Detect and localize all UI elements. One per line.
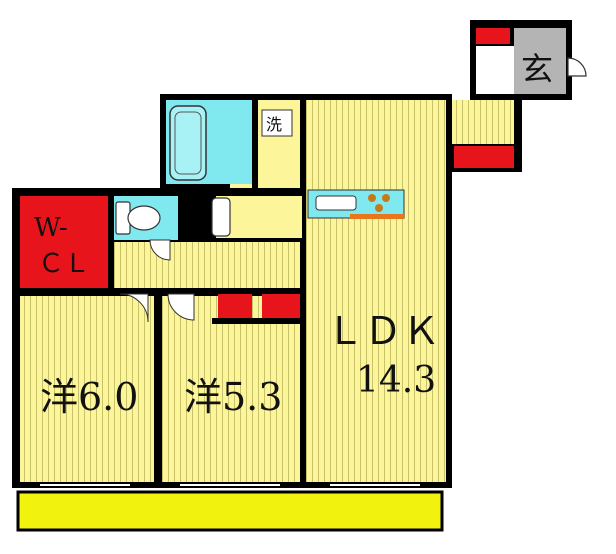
wcl-closet bbox=[20, 196, 108, 288]
wall-corridor-left bbox=[446, 100, 452, 482]
wcl-label-line1: W- bbox=[34, 213, 68, 243]
door-swing-room-a bbox=[119, 293, 149, 323]
western-room-a-floor bbox=[20, 296, 154, 482]
door-swing-toilet bbox=[149, 239, 171, 261]
wall-toilet-top bbox=[112, 188, 306, 196]
wash-sink bbox=[211, 197, 231, 237]
corridor-closet bbox=[454, 146, 514, 168]
wcl-label-line2: ＣＬ bbox=[38, 249, 90, 279]
hallway-floor bbox=[112, 242, 302, 290]
wash-label-box bbox=[261, 109, 293, 137]
door-swing-room-b bbox=[167, 293, 195, 321]
western-room-b-label: 洋5.3 bbox=[184, 375, 282, 419]
bathtub bbox=[169, 105, 207, 181]
wall-hall-bottom-right bbox=[212, 288, 306, 294]
balcony bbox=[16, 490, 444, 532]
storage-closet-1 bbox=[218, 292, 252, 320]
stove-burner-3 bbox=[375, 204, 383, 212]
wall-ldk-lower bbox=[300, 242, 306, 482]
wall-rooms-divider bbox=[154, 290, 162, 482]
wall-closet-top bbox=[12, 188, 116, 196]
stove-burner-1 bbox=[368, 194, 376, 202]
wall-bath-right bbox=[252, 100, 258, 190]
bathtub-inner bbox=[174, 111, 202, 175]
kitchen-sink bbox=[315, 195, 357, 211]
wall-hall-bottom bbox=[20, 288, 218, 294]
entrance-floor bbox=[514, 28, 566, 94]
storage-closet-2 bbox=[262, 292, 300, 320]
wash-label: 洗 bbox=[266, 115, 282, 134]
wall-toilet-right bbox=[178, 196, 188, 242]
western-room-a-label: 洋6.0 bbox=[40, 375, 138, 419]
ldk-floor bbox=[306, 100, 446, 482]
corridor-floor bbox=[452, 100, 514, 144]
ldk-name-label: ＬＤＫ bbox=[326, 309, 440, 353]
entrance-label: 玄 bbox=[521, 50, 553, 88]
wall-wcl-right bbox=[108, 196, 114, 290]
wall-ldk-left bbox=[300, 100, 306, 190]
toilet-bowl bbox=[127, 205, 161, 231]
entrance-hall-floor bbox=[476, 46, 514, 94]
stove-burner-2 bbox=[382, 194, 390, 202]
kitchen-accent bbox=[350, 214, 404, 219]
entrance-door-swing bbox=[567, 57, 587, 77]
ldk-size-label: 14.3 bbox=[356, 360, 436, 401]
wall-closets-bottom bbox=[212, 318, 306, 324]
entrance-shoe-closet bbox=[476, 28, 510, 44]
western-room-b-floor bbox=[162, 296, 300, 482]
